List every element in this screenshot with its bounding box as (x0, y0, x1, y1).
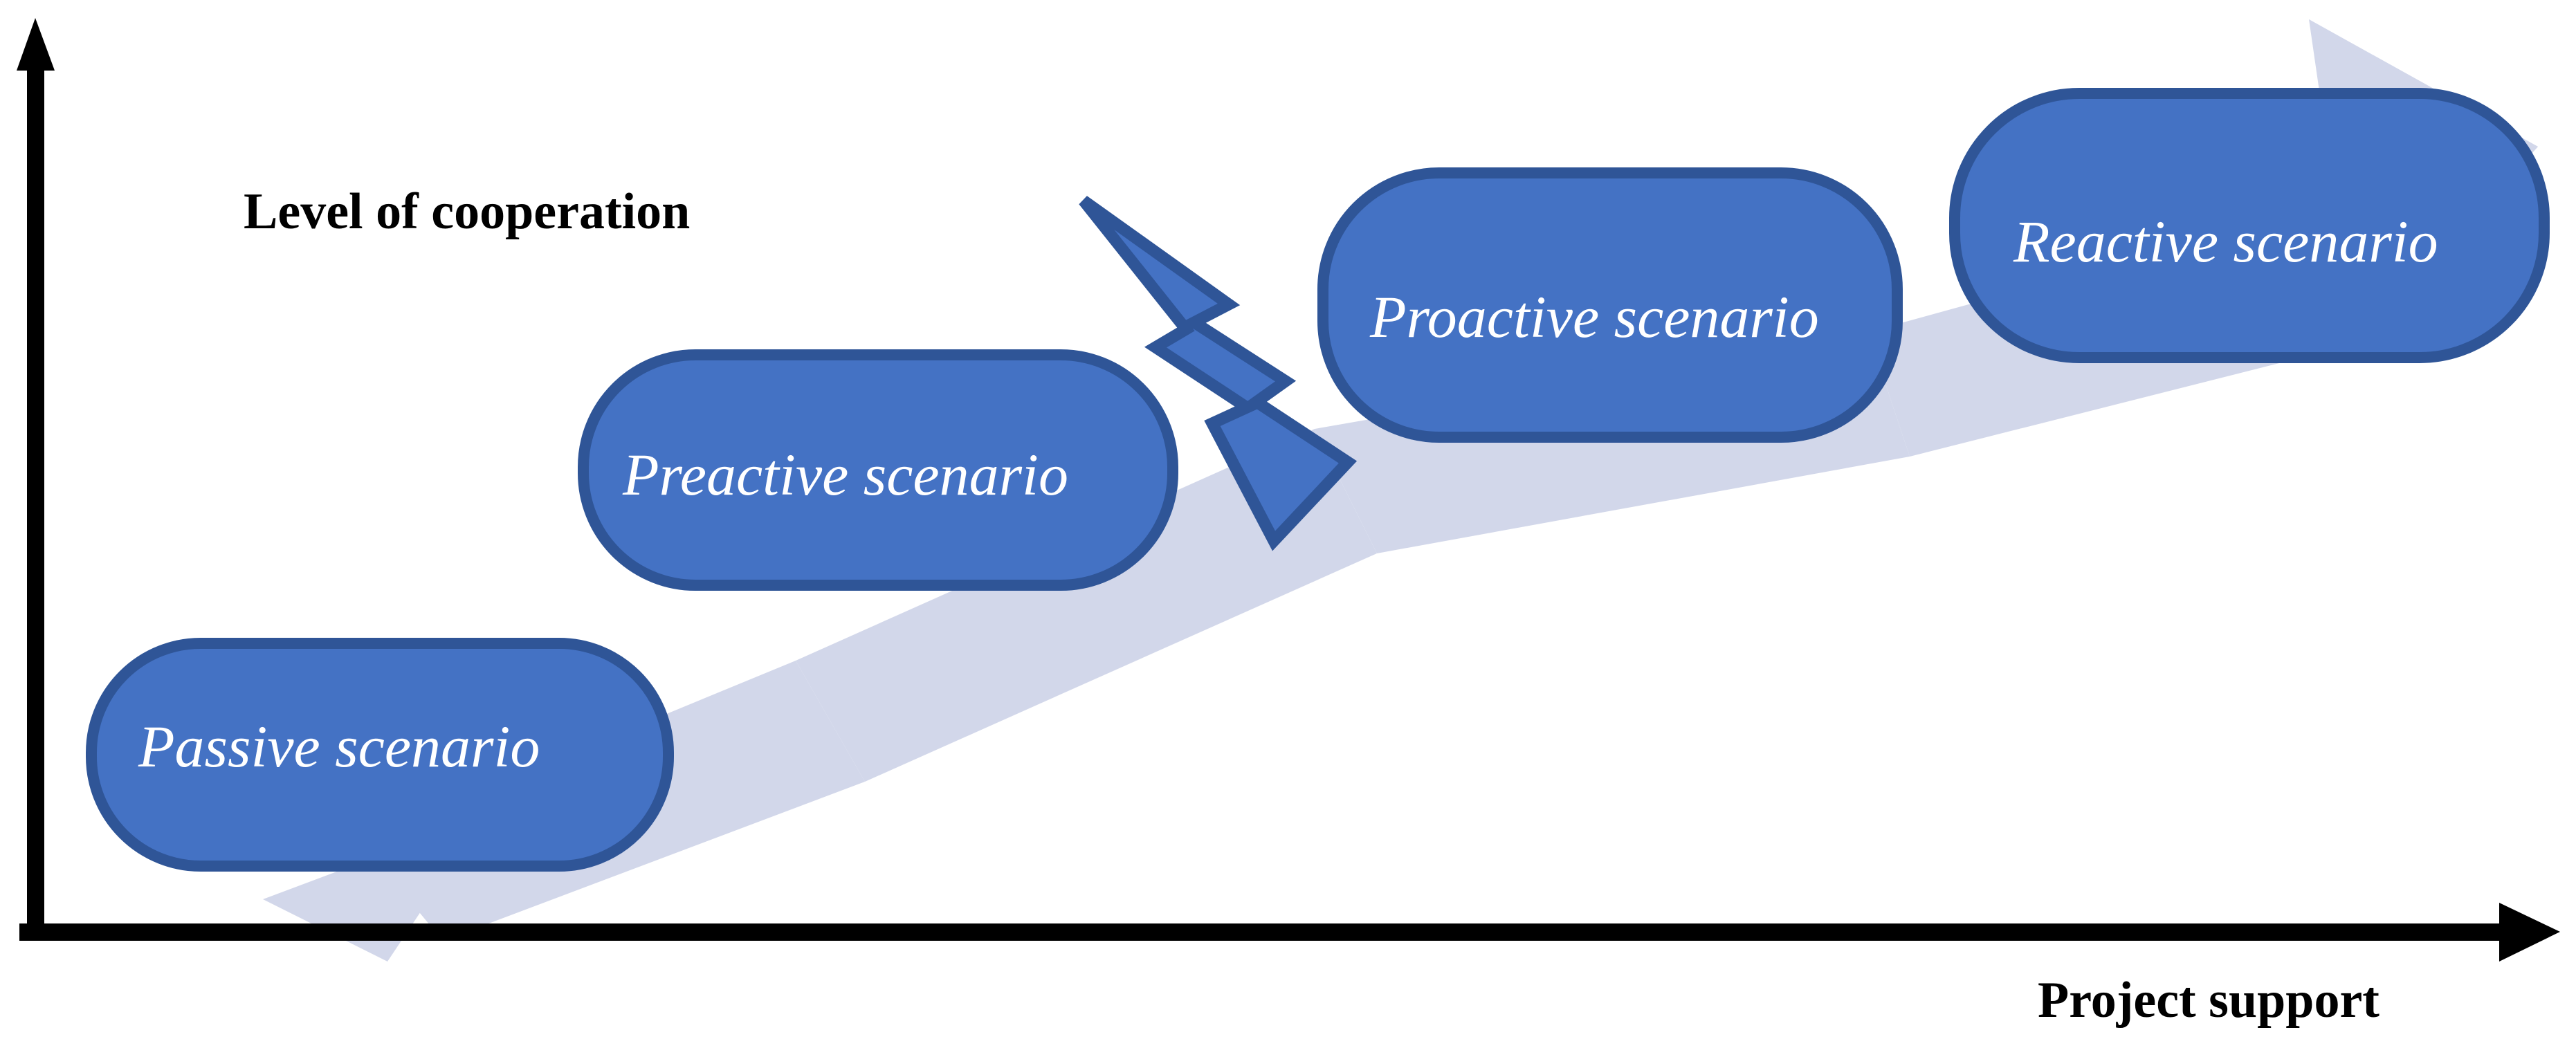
x-axis (19, 903, 2560, 962)
x-axis-arrowhead-icon (2499, 903, 2560, 962)
lightning-bolt-icon (1079, 196, 1358, 551)
node-proactive-label: Proactive scenario (1369, 284, 1819, 350)
node-preactive-label: Preactive scenario (622, 441, 1068, 508)
node-preactive-shape[interactable] (578, 349, 1178, 591)
y-axis-label: Level of cooperation (244, 183, 690, 240)
y-axis-shaft (27, 69, 44, 937)
node-proactive-shape[interactable] (1317, 167, 1903, 443)
x-axis-label: Project support (2038, 972, 2379, 1029)
node-passive-shape[interactable] (86, 638, 674, 872)
ribbon-segment-2 (796, 429, 1377, 782)
node-passive-label: Passive scenario (138, 713, 540, 780)
node-reactive-label: Reactive scenario (2013, 208, 2438, 275)
node-passive-scenario[interactable]: Passive scenario (86, 638, 674, 872)
y-axis-arrowhead-icon (17, 18, 55, 71)
node-reactive-shape[interactable] (1949, 88, 2550, 363)
node-proactive-scenario[interactable]: Proactive scenario (1317, 167, 1903, 443)
x-axis-shaft (19, 923, 2503, 941)
node-reactive-scenario[interactable]: Reactive scenario (1949, 88, 2550, 363)
y-axis (17, 18, 55, 937)
node-preactive-scenario[interactable]: Preactive scenario (578, 349, 1178, 591)
